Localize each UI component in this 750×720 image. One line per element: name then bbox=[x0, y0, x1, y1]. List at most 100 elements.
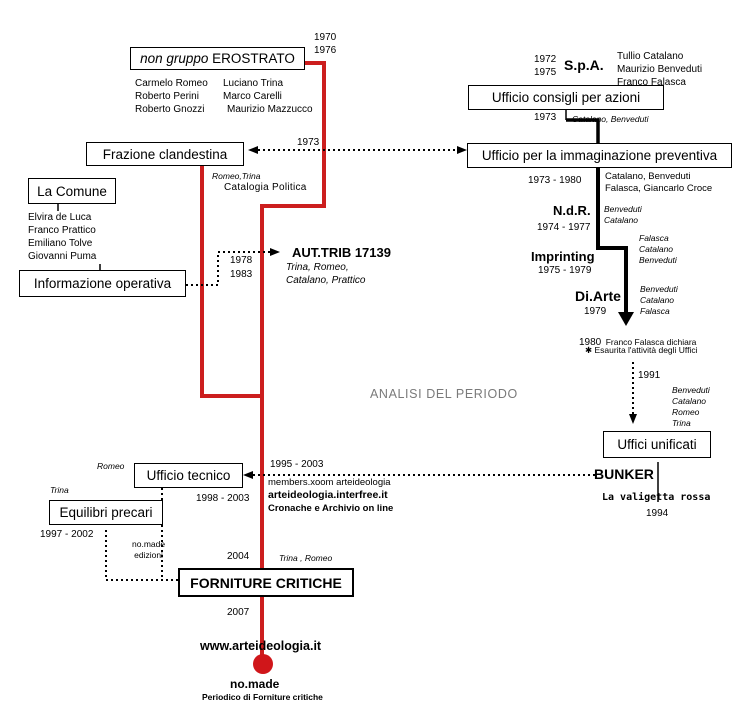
erostrato-box: non gruppo EROSTRATO bbox=[130, 47, 305, 70]
arrowheads bbox=[243, 146, 637, 479]
equilibri-precari-box: Equilibri precari bbox=[49, 500, 163, 525]
red-timeline bbox=[200, 61, 326, 660]
member-name: Catalano bbox=[640, 295, 675, 306]
forniture-names: Trina , Romeo bbox=[279, 553, 333, 563]
erostrato-members-left: Carmelo Romeo Roberto Perini Roberto Gno… bbox=[135, 77, 208, 116]
informazione-year-1: 1978 bbox=[230, 255, 253, 266]
erostrato-title: EROSTRATO bbox=[212, 51, 295, 66]
member-name: Maurizio Mazzucco bbox=[227, 104, 313, 115]
member-name: Falasca bbox=[640, 306, 670, 317]
imprinting-label: Imprinting bbox=[531, 249, 595, 264]
member-name: Roberto Perini bbox=[135, 91, 199, 102]
tecnico-web-info: members.xoom arteideologia arteideologia… bbox=[268, 477, 393, 515]
unificati-names: Benveduti Catalano Romeo Trina bbox=[672, 385, 710, 429]
analisi-del-periodo-label: ANALISI DEL PERIODO bbox=[370, 387, 518, 401]
diarte-year: 1979 bbox=[584, 306, 607, 317]
informazione-year-2: 1983 bbox=[230, 269, 253, 280]
ndr-label: N.d.R. bbox=[553, 203, 591, 218]
member-name: Luciano Trina bbox=[223, 78, 284, 89]
member-name: Trina bbox=[672, 418, 691, 429]
member-name: Benveduti bbox=[604, 204, 642, 214]
member-name: Giovanni Puma bbox=[28, 251, 97, 262]
ufficio-consigli-names: Catalano, Benveduti bbox=[572, 114, 649, 124]
nomade-final-label: no.made bbox=[230, 677, 280, 691]
spa-year-2: 1975 bbox=[534, 67, 557, 78]
bunker-year: 1994 bbox=[646, 508, 669, 519]
nomade-line: edizioni bbox=[134, 550, 163, 561]
diarte-names: Benveduti Catalano Falasca bbox=[640, 284, 678, 317]
member-name: Benveduti bbox=[672, 385, 710, 395]
forniture-year-2: 2007 bbox=[227, 607, 250, 618]
member-name: Carmelo Romeo bbox=[135, 78, 208, 89]
erostrato-members-right: Luciano Trina Marco Carelli Maurizio Maz… bbox=[223, 77, 313, 116]
member-name: Emiliano Tolve bbox=[28, 238, 93, 249]
bunker-sublabel: La valigetta rossa bbox=[602, 492, 711, 503]
falasca-1980-line: 1980 Franco Falasca dichiara bbox=[579, 333, 696, 349]
web-line: arteideologia.interfree.it bbox=[268, 489, 388, 502]
member-name: Roberto Gnozzi bbox=[135, 104, 205, 115]
member-name: Falasca, Giancarlo Croce bbox=[605, 183, 713, 195]
ndr-names: Benveduti Catalano bbox=[604, 204, 642, 226]
dotted-links bbox=[105, 149, 634, 581]
spa-year-1: 1972 bbox=[534, 54, 557, 65]
equilibri-years: 1997 - 2002 bbox=[40, 529, 94, 540]
member-name: Romeo bbox=[672, 407, 700, 418]
autrib-label: AUT.TRIB 17139 bbox=[292, 245, 391, 260]
forniture-critiche-box: FORNITURE CRITICHE bbox=[178, 568, 354, 597]
member-name: Maurizio Benveduti bbox=[617, 64, 703, 75]
ufficio-immaginazione-box: Ufficio per la immaginazione preventiva bbox=[467, 143, 732, 168]
web-line: members.xoom arteideologia bbox=[268, 477, 391, 488]
member-name: Catalano bbox=[639, 244, 674, 255]
website-label: www.arteideologia.it bbox=[200, 639, 322, 653]
falasca-1980-year: 1980 bbox=[579, 337, 602, 348]
diarte-label: Di.Arte bbox=[575, 288, 621, 304]
ufficio-immaginazione-years: 1973 - 1980 bbox=[528, 175, 582, 186]
erostrato-title-italic: non gruppo bbox=[140, 51, 209, 66]
link-year-1973: 1973 bbox=[297, 137, 320, 148]
member-name: Benveduti bbox=[640, 284, 678, 294]
la-comune-members: Elvira de Luca Franco Prattico Emiliano … bbox=[28, 211, 96, 263]
member-name: Catalano, Benveduti bbox=[605, 171, 691, 182]
member-name: Marco Carelli bbox=[223, 91, 282, 102]
equilibri-names: Trina bbox=[50, 485, 69, 495]
imprinting-years: 1975 - 1979 bbox=[538, 265, 592, 276]
imprinting-names: Falasca Catalano Benveduti bbox=[639, 233, 677, 266]
spa-label: S.p.A. bbox=[564, 57, 604, 73]
spa-members: Tullio Catalano Maurizio Benveduti Franc… bbox=[617, 50, 702, 89]
bunker-label: BUNKER bbox=[594, 466, 654, 482]
member-name: Catalano bbox=[672, 396, 707, 407]
frazione-clandestina-box: Frazione clandestina bbox=[86, 142, 244, 166]
member-name: Trina, Romeo, bbox=[286, 262, 349, 273]
red-dot-icon bbox=[253, 654, 273, 674]
ndr-years: 1974 - 1977 bbox=[537, 222, 591, 233]
unificati-year: 1991 bbox=[638, 370, 661, 381]
autrib-names: Trina, Romeo, Catalano, Prattico bbox=[286, 261, 366, 287]
catalogia-politica-label: Catalogia Politica bbox=[224, 182, 307, 193]
nomade-final-sub: Periodico di Forniture critiche bbox=[202, 692, 323, 702]
tecnico-names: Romeo bbox=[97, 461, 125, 471]
ufficio-tecnico-box: Ufficio tecnico bbox=[134, 463, 243, 488]
tecnico-link-years: 1995 - 2003 bbox=[270, 459, 324, 470]
member-name: Franco Falasca bbox=[617, 77, 686, 88]
la-comune-box: La Comune bbox=[28, 178, 116, 204]
member-name: Catalano, Prattico bbox=[286, 275, 366, 286]
member-name: Tullio Catalano bbox=[617, 51, 684, 62]
ufficio-consigli-year: 1973 bbox=[534, 112, 557, 123]
falasca-1980-note: ✱ Esaurita l'attività degli Uffici bbox=[585, 345, 698, 355]
falasca-1980-text: Franco Falasca dichiara bbox=[605, 337, 697, 347]
informazione-operativa-box: Informazione operativa bbox=[19, 270, 186, 297]
member-name: Catalano bbox=[604, 215, 639, 226]
member-name: Benveduti bbox=[639, 255, 677, 266]
web-line: Cronache e Archivio on line bbox=[268, 502, 394, 514]
solid-links bbox=[57, 108, 659, 502]
tecnico-years: 1998 - 2003 bbox=[196, 493, 250, 504]
member-name: Elvira de Luca bbox=[28, 212, 92, 223]
erostrato-year-1: 1970 bbox=[314, 32, 337, 43]
uffici-unificati-box: Uffici unificati bbox=[603, 431, 711, 458]
member-name: Falasca bbox=[639, 233, 669, 243]
forniture-year: 2004 bbox=[227, 551, 250, 562]
nomade-edizioni: no.made edizioni bbox=[132, 539, 165, 561]
frazione-names: Romeo,Trina bbox=[212, 171, 261, 181]
